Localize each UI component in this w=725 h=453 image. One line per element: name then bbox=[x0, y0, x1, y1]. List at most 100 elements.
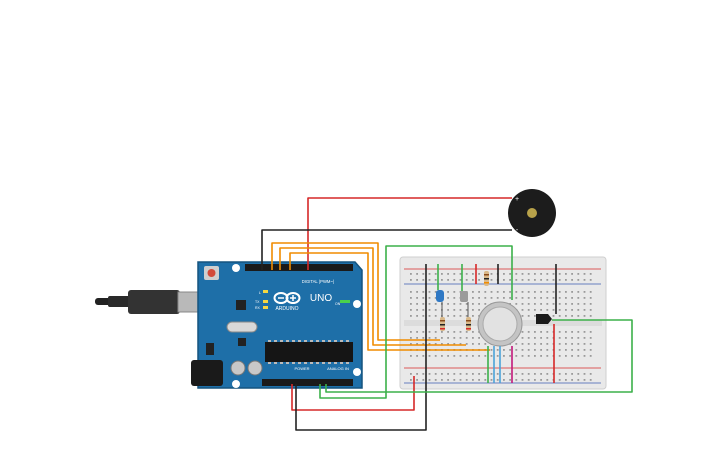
breadboard-hole[interactable] bbox=[484, 379, 487, 381]
breadboard-hole[interactable] bbox=[521, 355, 524, 357]
breadboard-hole[interactable] bbox=[410, 279, 412, 281]
breadboard-hole[interactable] bbox=[515, 291, 518, 293]
breadboard-hole[interactable] bbox=[472, 343, 474, 345]
wire-red[interactable] bbox=[307, 197, 512, 270]
breadboard-hole[interactable] bbox=[428, 373, 431, 375]
breadboard-hole[interactable] bbox=[565, 303, 567, 305]
breadboard-hole[interactable] bbox=[478, 309, 480, 311]
breadboard-hole[interactable] bbox=[583, 379, 586, 381]
breadboard-hole[interactable] bbox=[472, 279, 474, 281]
breadboard-hole[interactable] bbox=[453, 303, 456, 305]
breadboard-hole[interactable] bbox=[558, 303, 561, 305]
breadboard-hole[interactable] bbox=[428, 297, 431, 299]
breadboard-hole[interactable] bbox=[416, 309, 418, 311]
breadboard-hole[interactable] bbox=[558, 279, 561, 281]
breadboard-hole[interactable] bbox=[546, 337, 549, 339]
breadboard-hole[interactable] bbox=[509, 297, 511, 299]
breadboard-hole[interactable] bbox=[434, 355, 437, 357]
breadboard-hole[interactable] bbox=[472, 355, 474, 357]
breadboard-hole[interactable] bbox=[465, 309, 468, 311]
breadboard-hole[interactable] bbox=[540, 309, 542, 311]
breadboard-hole[interactable] bbox=[515, 343, 518, 345]
breadboard-hole[interactable] bbox=[571, 373, 573, 375]
breadboard-hole[interactable] bbox=[422, 273, 425, 275]
breadboard-hole[interactable] bbox=[589, 349, 592, 351]
breadboard-hole[interactable] bbox=[540, 297, 542, 299]
breadboard-hole[interactable] bbox=[527, 309, 530, 311]
breadboard-hole[interactable] bbox=[521, 291, 524, 293]
breadboard-hole[interactable] bbox=[422, 373, 425, 375]
breadboard-hole[interactable] bbox=[410, 331, 412, 333]
gas-sensor[interactable] bbox=[477, 301, 523, 347]
wire-orange[interactable] bbox=[289, 252, 490, 351]
breadboard-hole[interactable] bbox=[571, 349, 573, 351]
breadboard-hole[interactable] bbox=[552, 297, 555, 299]
breadboard-hole[interactable] bbox=[515, 349, 518, 351]
breadboard-hole[interactable] bbox=[589, 343, 592, 345]
breadboard-hole[interactable] bbox=[571, 297, 573, 299]
breadboard-hole[interactable] bbox=[515, 303, 518, 305]
breadboard-hole[interactable] bbox=[589, 373, 592, 375]
breadboard-hole[interactable] bbox=[459, 273, 462, 275]
breadboard-hole[interactable] bbox=[571, 273, 573, 275]
breadboard-hole[interactable] bbox=[459, 355, 462, 357]
breadboard-hole[interactable] bbox=[453, 315, 456, 317]
breadboard-hole[interactable] bbox=[534, 303, 536, 305]
breadboard-hole[interactable] bbox=[534, 355, 536, 357]
breadboard-hole[interactable] bbox=[428, 303, 431, 305]
breadboard-hole[interactable] bbox=[478, 379, 480, 381]
breadboard-hole[interactable] bbox=[490, 379, 493, 381]
breadboard-hole[interactable] bbox=[577, 303, 580, 305]
breadboard-hole[interactable] bbox=[565, 309, 567, 311]
breadboard-hole[interactable] bbox=[416, 315, 418, 317]
breadboard-hole[interactable] bbox=[571, 315, 573, 317]
breadboard-hole[interactable] bbox=[583, 291, 586, 293]
breadboard-hole[interactable] bbox=[465, 343, 468, 345]
breadboard-hole[interactable] bbox=[459, 373, 462, 375]
breadboard-hole[interactable] bbox=[565, 355, 567, 357]
breadboard-hole[interactable] bbox=[509, 379, 511, 381]
breadboard-hole[interactable] bbox=[434, 291, 437, 293]
breadboard-hole[interactable] bbox=[509, 291, 511, 293]
breadboard-hole[interactable] bbox=[459, 337, 462, 339]
breadboard-hole[interactable] bbox=[565, 279, 567, 281]
breadboard-hole[interactable] bbox=[589, 279, 592, 281]
breadboard-hole[interactable] bbox=[558, 373, 561, 375]
breadboard-hole[interactable] bbox=[422, 315, 425, 317]
breadboard-hole[interactable] bbox=[577, 349, 580, 351]
breadboard-hole[interactable] bbox=[571, 379, 573, 381]
breadboard-hole[interactable] bbox=[465, 279, 468, 281]
breadboard-hole[interactable] bbox=[496, 297, 499, 299]
breadboard-hole[interactable] bbox=[521, 279, 524, 281]
breadboard-hole[interactable] bbox=[416, 373, 418, 375]
breadboard-hole[interactable] bbox=[527, 303, 530, 305]
breadboard-hole[interactable] bbox=[558, 309, 561, 311]
breadboard-hole[interactable] bbox=[565, 273, 567, 275]
breadboard-hole[interactable] bbox=[571, 331, 573, 333]
breadboard-hole[interactable] bbox=[577, 279, 580, 281]
breadboard-hole[interactable] bbox=[546, 297, 549, 299]
breadboard-hole[interactable] bbox=[589, 379, 592, 381]
breadboard-hole[interactable] bbox=[490, 373, 493, 375]
breadboard-hole[interactable] bbox=[577, 379, 580, 381]
breadboard-hole[interactable] bbox=[478, 279, 480, 281]
breadboard-hole[interactable] bbox=[428, 379, 431, 381]
breadboard-hole[interactable] bbox=[552, 291, 555, 293]
breadboard-hole[interactable] bbox=[540, 379, 542, 381]
breadboard-hole[interactable] bbox=[521, 331, 524, 333]
wire-orange[interactable] bbox=[279, 247, 466, 346]
breadboard-hole[interactable] bbox=[589, 331, 592, 333]
breadboard-hole[interactable] bbox=[540, 337, 542, 339]
breadboard-hole[interactable] bbox=[434, 343, 437, 345]
breadboard-hole[interactable] bbox=[410, 343, 412, 345]
breadboard-hole[interactable] bbox=[459, 303, 462, 305]
breadboard-hole[interactable] bbox=[453, 373, 456, 375]
breadboard-hole[interactable] bbox=[571, 309, 573, 311]
breadboard-hole[interactable] bbox=[577, 273, 580, 275]
breadboard-hole[interactable] bbox=[521, 373, 524, 375]
breadboard-hole[interactable] bbox=[558, 291, 561, 293]
breadboard-hole[interactable] bbox=[490, 291, 493, 293]
breadboard-hole[interactable] bbox=[503, 291, 505, 293]
breadboard-hole[interactable] bbox=[428, 337, 431, 339]
breadboard-hole[interactable] bbox=[546, 279, 549, 281]
